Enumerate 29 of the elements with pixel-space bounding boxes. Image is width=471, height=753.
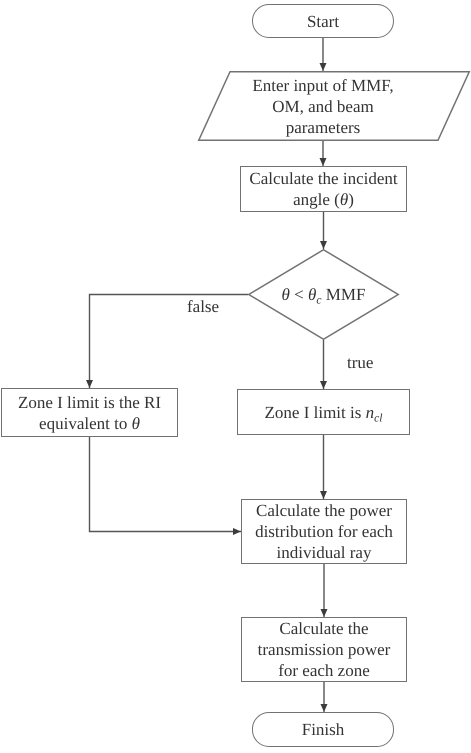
step-label: Calculate the transmission power for each zone [256,618,392,681]
flow-arrow [320,435,327,499]
step-label: Start [306,10,340,32]
flow-arrow [320,212,327,249]
edge-label: true [347,353,374,373]
step-label: Finish [302,719,344,740]
step-label: Zone I limit is the RI equivalent to θ [16,392,162,434]
process-box [237,389,410,435]
flow-arrow [88,437,241,535]
input-parallelogram [198,71,470,141]
flow-arrow [320,682,328,712]
edge-label: false [187,297,220,317]
process-box [241,499,407,564]
process-box [1,388,178,437]
step-label: Enter input of MMF, OM, and beam parameters [251,74,395,138]
step-label: θ < θ$_{c}$ MMF [282,284,366,305]
flow-arrow [86,294,248,388]
flow-arrow [320,340,327,389]
step-label: Calculate the power distribution for each individual ray [254,500,394,563]
process-box [240,166,407,212]
terminal-box [252,712,394,747]
step-label: Calculate the incident angle (θ) [248,168,399,210]
flow-arrow [320,38,326,71]
terminal-box [252,4,394,38]
step-label: Zone I limit is n$_{cl}$ [264,402,382,422]
process-box [241,617,407,682]
flow-arrow [320,564,328,617]
decision-diamond [248,249,399,340]
flow-arrow [320,141,326,166]
